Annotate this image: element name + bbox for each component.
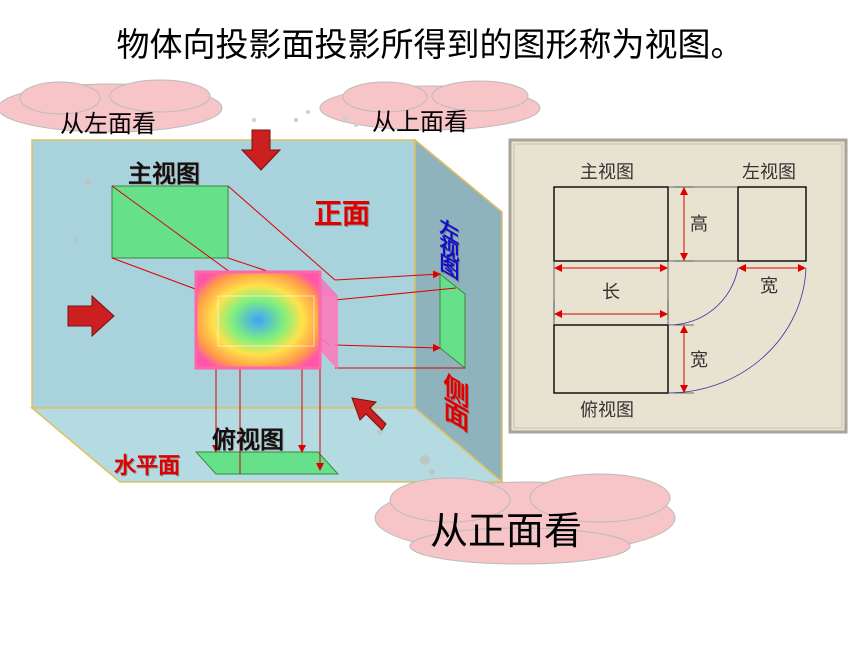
front-view-projection [111,185,229,259]
arrow-from-top [240,129,282,171]
label-from-left: 从左面看 [60,110,156,138]
panel-left-view-box [737,186,807,262]
panel-dim-width-right: 宽 [760,276,778,297]
panel-front-view-box [553,186,669,262]
label-from-front: 从正面看 [430,509,583,553]
label-top-view-plane: 俯视图 [212,426,284,454]
top-view-projection [194,451,340,475]
panel-label-front-view: 主视图 [580,162,634,183]
cloud-left [0,79,223,133]
label-front-face: 正面 [314,197,371,230]
panel-label-left-view: 左视图 [742,162,796,183]
panel-label-top-view: 俯视图 [580,400,634,421]
panel-dim-height: 高 [690,214,708,235]
panel-dim-width-bottom: 宽 [690,350,708,371]
label-front-view-plane: 主视图 [128,160,200,188]
three-view-panel [508,138,848,434]
arrow-from-front [351,397,387,431]
arrow-from-left [67,294,115,338]
cloud-top [319,80,541,131]
cloud-front [374,473,676,565]
label-from-top: 从上面看 [372,108,468,136]
object-cube-front [194,270,322,370]
panel-top-view-box [553,324,669,394]
panel-dim-length: 长 [602,282,620,303]
label-horizontal-plane: 水平面 [114,454,181,479]
page-title: 物体向投影面投影所得到的图形称为视图。 [116,25,744,64]
